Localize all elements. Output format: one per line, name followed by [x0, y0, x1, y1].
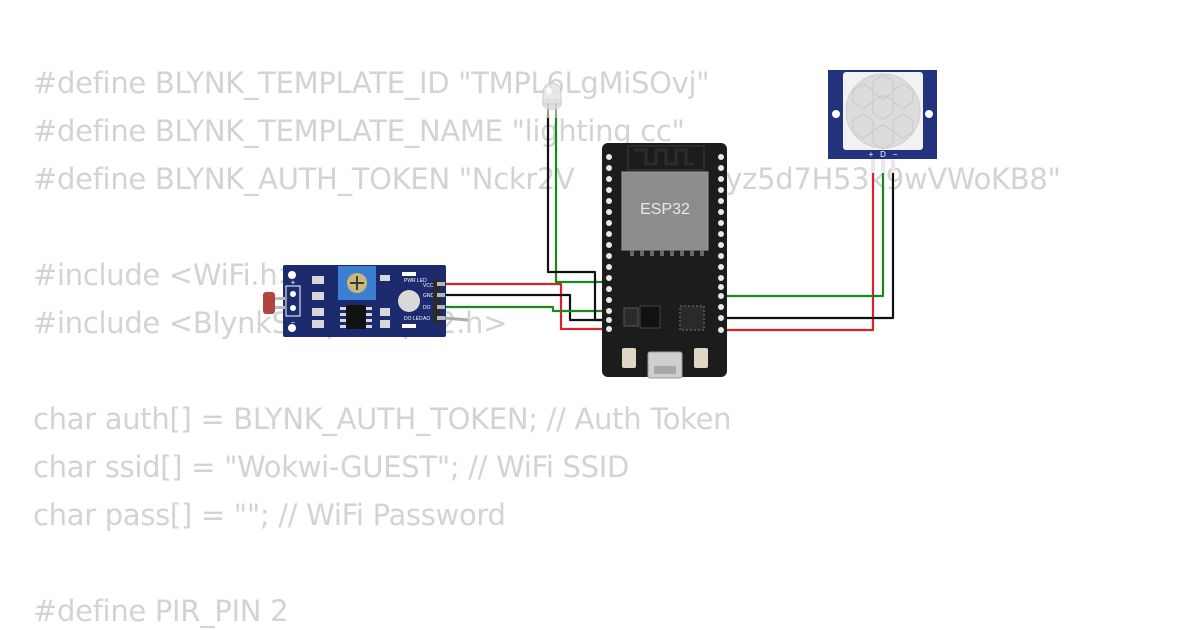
ldr-pin-do-label: DO — [423, 305, 431, 311]
boot-button[interactable] — [694, 348, 708, 368]
esp32-label: ESP32 — [640, 201, 690, 218]
wires — [440, 115, 895, 332]
usb-port — [647, 351, 683, 379]
pir-dome — [845, 73, 921, 149]
code-line: char auth[] = BLYNK_AUTH_TOKEN; // Auth … — [33, 402, 732, 436]
wire-pir-vcc[interactable] — [721, 160, 875, 332]
pir-pin-vcc-label: + — [869, 150, 874, 159]
ldr-pin-ao-label: AO — [423, 316, 430, 322]
code-line: char pass[] = ""; // WiFi Password — [33, 498, 506, 532]
pir-pin-data-label: D — [880, 150, 886, 159]
pir-pin-gnd-label: − — [893, 150, 898, 159]
esp32-board[interactable]: ESP32 — [602, 143, 727, 379]
code-line: #include <WiFi.h> — [33, 258, 302, 292]
wire-led-cathode[interactable] — [546, 115, 609, 322]
pwr-led-label: PWR LED — [404, 278, 427, 284]
code-line: #define PIR_PIN 2 — [33, 594, 289, 628]
wire-pir-gnd[interactable] — [721, 160, 895, 320]
wire-led-anode[interactable] — [554, 115, 609, 284]
ldr-module[interactable]: + − PWR LED DO LED VCC GND DO — [263, 265, 469, 337]
code-line: char ssid[] = "Wokwi-GUEST"; // WiFi SSI… — [33, 450, 630, 484]
ldr-minus-label: − — [291, 318, 296, 327]
wire-pir-data[interactable] — [721, 160, 885, 298]
code-line: #define BLYNK_TEMPLATE_NAME "lighting cc… — [33, 114, 685, 148]
led[interactable] — [542, 82, 562, 118]
ldr-plus-label: + — [291, 278, 296, 287]
do-led-label: DO LED — [404, 316, 423, 322]
code-line: #define BLYNK_TEMPLATE_ID "TMPL6LgMiSOvj… — [33, 66, 710, 100]
ldr-pin-vcc-label: VCC — [423, 283, 434, 289]
pir-sensor[interactable]: + D − — [828, 70, 937, 173]
en-button[interactable] — [622, 348, 636, 368]
wire-ldr-do[interactable] — [440, 305, 609, 313]
wire-ldr-gnd[interactable] — [440, 293, 609, 322]
code-line: #define BLYNK_AUTH_TOKEN "Nckr2V rasAyz5… — [33, 162, 1061, 196]
ldr-pin-gnd-label: GND — [423, 293, 435, 299]
photoresistor[interactable] — [263, 292, 275, 314]
wire-ldr-vcc[interactable] — [440, 282, 609, 331]
ldr-ao-pin[interactable] — [444, 316, 469, 322]
